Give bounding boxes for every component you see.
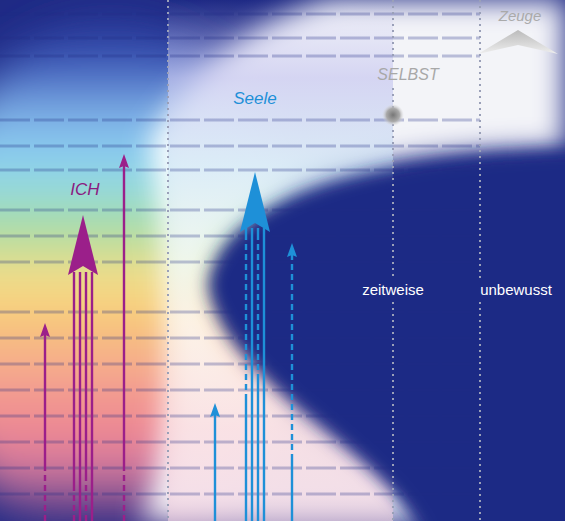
arrow-head (210, 403, 220, 417)
level-rows (0, 14, 480, 494)
level-row (0, 467, 480, 470)
arrow-stem (73, 272, 75, 490)
arrow-stem (73, 490, 75, 521)
self-label: SELBST (377, 66, 438, 84)
arrow-stem (291, 460, 293, 521)
level-row (0, 389, 480, 392)
zone-divider (479, 0, 481, 278)
arrow-stem (245, 240, 247, 400)
arrow-stem (257, 228, 259, 240)
arrow-stem (257, 240, 259, 380)
level-row (0, 493, 480, 496)
level-row (0, 13, 480, 16)
zone-label: unbewusst (480, 282, 552, 299)
zone-label: zeitweise (362, 282, 424, 299)
level-row (0, 235, 480, 238)
arrow-stem (257, 380, 259, 521)
level-row (0, 209, 480, 212)
zone-divider (392, 302, 394, 521)
level-row (0, 169, 480, 172)
arrow-stem (245, 400, 247, 521)
arrow-head (119, 154, 129, 168)
self-dot (382, 104, 404, 126)
arrow-stem (79, 272, 81, 521)
witness-label: Zeuge (499, 8, 542, 25)
unconscious-region (208, 150, 565, 521)
zone-divider (167, 0, 169, 521)
arrow-stem (123, 166, 125, 465)
arrow-stem (263, 228, 265, 521)
level-row (0, 441, 480, 444)
arrow-stem (44, 470, 46, 521)
soul-label: Seele (233, 90, 276, 109)
arrow-stem (251, 228, 253, 521)
arrow-stem (91, 272, 93, 521)
arrow-head (68, 215, 98, 275)
level-row (0, 37, 480, 40)
level-row (0, 145, 480, 148)
arrow-head (287, 243, 297, 257)
arrow-stem (85, 480, 87, 521)
arrow-stem (245, 228, 247, 240)
arrow-stem (85, 272, 87, 480)
zone-divider (392, 0, 394, 62)
arrow-stem (214, 415, 216, 521)
ego-label: ICH (70, 181, 99, 200)
arrow-stem (44, 335, 46, 470)
arrow-head (40, 323, 50, 337)
level-row (0, 311, 480, 314)
zone-divider (479, 302, 481, 521)
level-row (0, 337, 480, 340)
level-row (0, 119, 480, 122)
level-row (0, 415, 480, 418)
arrow-stem (291, 255, 293, 460)
arrow-head (240, 172, 270, 232)
witness-chevron (478, 30, 558, 54)
zone-dividers (168, 0, 480, 521)
arrows (40, 154, 297, 521)
level-row (0, 363, 480, 366)
level-row (0, 55, 480, 58)
arrow-stem (123, 465, 125, 521)
